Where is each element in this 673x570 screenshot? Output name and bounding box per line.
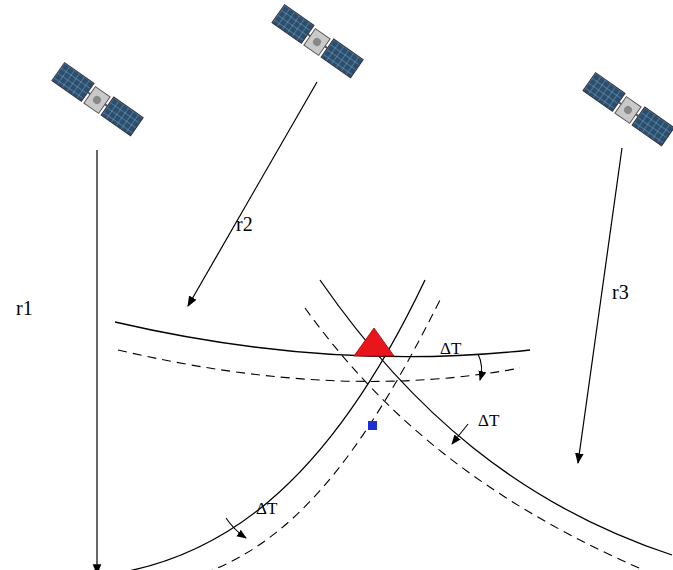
- satellite: [583, 73, 673, 146]
- delta-label: ΔT: [478, 412, 499, 429]
- delta-label: ΔT: [440, 340, 461, 357]
- delta-arrow: [452, 424, 468, 444]
- offset-arc: [190, 300, 440, 570]
- delta-arrow: [226, 518, 246, 538]
- range-arc: [72, 280, 425, 570]
- range-line: [188, 82, 317, 306]
- delta-label: ΔT: [256, 500, 277, 517]
- satellite: [52, 63, 143, 136]
- true-position-marker: [354, 328, 394, 356]
- computed-position-marker: [368, 421, 377, 430]
- delta-arrow: [478, 354, 482, 380]
- range-label: r1: [16, 298, 33, 318]
- range-arc: [115, 322, 530, 357]
- range-line: [578, 148, 622, 463]
- range-label: r3: [612, 282, 629, 302]
- range-arc: [320, 280, 672, 555]
- range-line: [96, 150, 97, 570]
- range-label: r2: [236, 214, 253, 234]
- satellite: [272, 5, 363, 78]
- offset-arc: [305, 308, 672, 570]
